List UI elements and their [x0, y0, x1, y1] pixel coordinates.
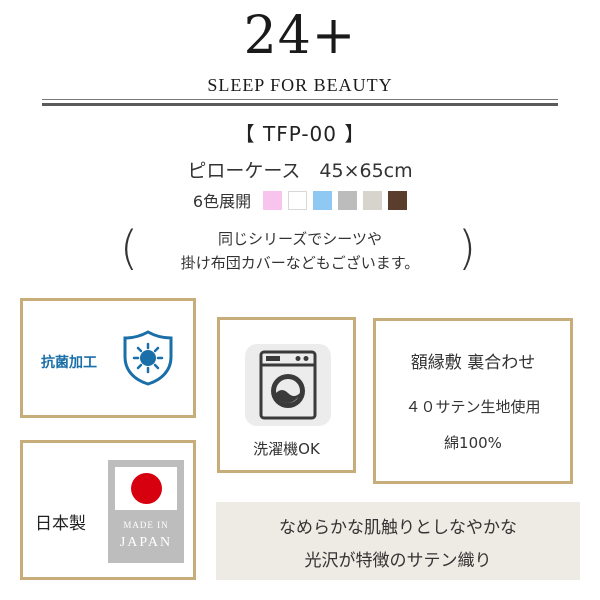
color-swatch-gray — [338, 190, 358, 210]
header-divider — [42, 99, 558, 100]
flag-sun — [131, 473, 162, 504]
description-line-2: 光沢が特徴のサテン織り — [304, 551, 492, 571]
fabric-line-2: ４０サテン生地使用 — [405, 398, 541, 416]
note-close-paren: ) — [458, 221, 476, 275]
colors-label: 6色展開 — [192, 192, 252, 211]
feature-washable: 洗濯機OK — [217, 317, 356, 473]
feature-made-in-japan: 日本製 MADE IN JAPAN — [20, 440, 196, 580]
made-in-japan-badge: MADE IN JAPAN — [108, 460, 184, 563]
washable-label: 洗濯機OK — [253, 440, 320, 458]
brand-tagline: SLEEP FOR BEAUTY — [207, 75, 393, 95]
product-model: 【 TFP-00 】 — [234, 122, 366, 146]
note-line-1: 同じシリーズでシーツや — [218, 230, 382, 248]
color-options: 6色展開 — [0, 188, 600, 212]
antibacterial-label: 抗菌加工 — [41, 355, 97, 371]
color-swatch-pink — [263, 190, 283, 210]
description-line-1: なめらかな肌触りとしなやかな — [279, 518, 517, 538]
color-swatch-beige — [363, 190, 383, 210]
description-panel: なめらかな肌触りとしなやかな 光沢が特徴のサテン織り — [216, 502, 580, 580]
header-divider-thick — [42, 103, 558, 106]
fabric-line-1: 額縁敷 裏合わせ — [410, 353, 536, 373]
badge-made-in: MADE IN — [123, 520, 169, 530]
origin-label: 日本製 — [35, 514, 86, 534]
antibacterial-shield-icon — [123, 330, 173, 386]
note-open-paren: ( — [120, 221, 138, 275]
feature-fabric: 額縁敷 裏合わせ ４０サテン生地使用 綿100% — [373, 318, 573, 484]
product-spec: ピローケース 45×65cm — [187, 160, 413, 182]
brand-logo: 24+ — [243, 6, 357, 66]
badge-country: JAPAN — [119, 535, 173, 550]
feature-antibacterial: 抗菌加工 — [20, 298, 196, 418]
fabric-line-3: 綿100% — [444, 434, 502, 452]
japan-flag-icon — [115, 467, 177, 510]
color-swatch-blue — [313, 190, 333, 210]
color-swatch-white — [288, 190, 308, 210]
washing-machine-icon — [245, 344, 331, 426]
note-line-2: 掛け布団カバーなどもございます。 — [180, 254, 420, 272]
color-swatch-brown — [388, 190, 408, 210]
